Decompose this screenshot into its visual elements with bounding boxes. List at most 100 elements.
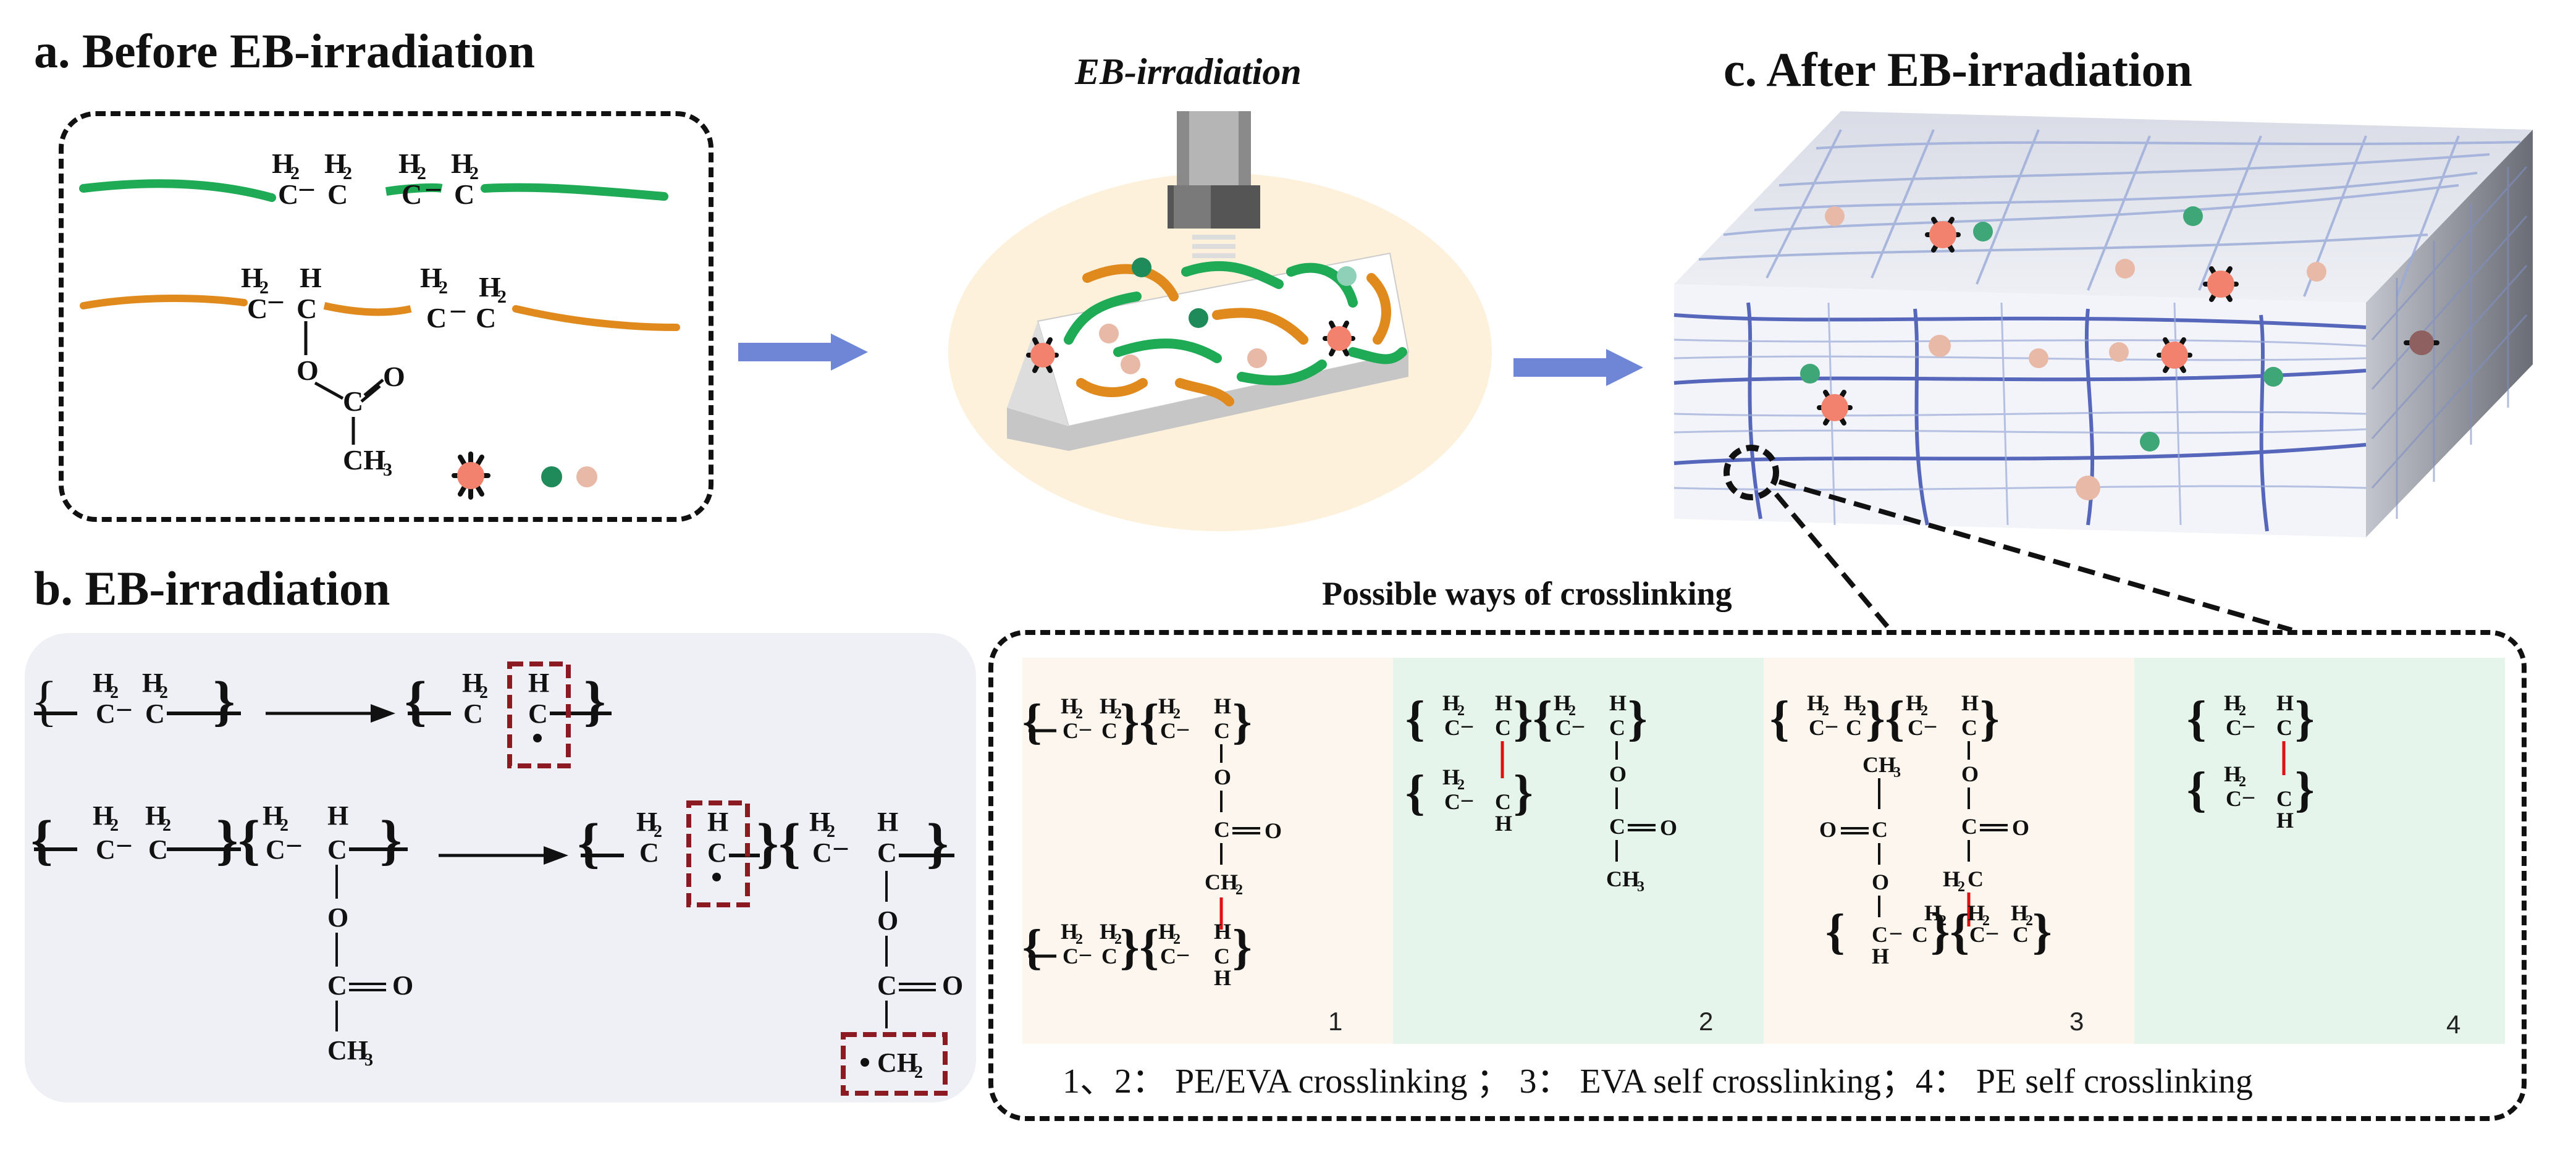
svg-text:}{: }{ — [1120, 695, 1159, 749]
svg-text:}: } — [584, 671, 605, 732]
svg-text:C: C — [1809, 715, 1825, 740]
svg-text:C: C — [528, 699, 548, 729]
svg-text:H: H — [809, 807, 830, 837]
ways-title: Possible ways of crosslinking — [1322, 575, 1732, 612]
crosslink-number-4: 4 — [2446, 1010, 2461, 1039]
arrow-a-to-eb — [738, 334, 868, 371]
svg-text:H: H — [636, 807, 657, 837]
svg-text:C: C — [1444, 715, 1460, 740]
svg-text:2: 2 — [1235, 882, 1243, 898]
svg-text:H: H — [1906, 691, 1923, 715]
svg-text:CH: CH — [327, 1035, 368, 1065]
svg-text:2: 2 — [1457, 777, 1465, 793]
svg-text:}: } — [1628, 692, 1648, 746]
pe-chain — [79, 179, 276, 202]
svg-text:2: 2 — [1075, 706, 1083, 722]
svg-text:C: C — [476, 302, 496, 334]
svg-text:C: C — [707, 838, 727, 868]
svg-text:}: } — [213, 671, 235, 732]
crosslink-cell-1 — [1022, 658, 1393, 1044]
svg-text:}{: }{ — [1866, 692, 1905, 746]
svg-text:C: C — [1214, 817, 1230, 842]
svg-text:C: C — [1063, 718, 1079, 743]
svg-text:H: H — [2224, 762, 2241, 786]
svg-text:C: C — [1214, 944, 1230, 968]
arrow-eb-to-c — [1513, 349, 1643, 386]
panel-b-reactions: { H2 C – H2 C } { H2 C H C } { H2 C – H2… — [31, 662, 963, 1096]
svg-text:–: – — [1079, 941, 1092, 965]
svg-text:H: H — [1442, 765, 1460, 789]
svg-text:}: } — [1980, 692, 2000, 746]
svg-text:{: { — [1770, 692, 1790, 746]
svg-text:C: C — [1969, 922, 1985, 947]
svg-text:O: O — [942, 970, 963, 1001]
svg-text:{: { — [2187, 692, 2207, 746]
svg-text:H: H — [1943, 867, 1960, 891]
svg-text:2: 2 — [479, 683, 488, 702]
svg-text:C: C — [1908, 715, 1924, 740]
svg-text:2: 2 — [497, 287, 507, 307]
svg-text:C: C — [1872, 817, 1888, 842]
crosslink-cell-4 — [2134, 658, 2505, 1044]
svg-text:C: C — [1609, 715, 1625, 740]
svg-text:}: } — [1232, 920, 1252, 975]
svg-text:–: – — [117, 828, 132, 859]
svg-text:2: 2 — [1939, 913, 1947, 929]
svg-text:}: } — [1232, 695, 1252, 749]
crosslink-cell-2 — [1393, 658, 1764, 1044]
svg-text:–: – — [299, 171, 314, 203]
svg-text:H: H — [398, 148, 421, 179]
svg-text:C: C — [247, 293, 267, 324]
svg-text:C: C — [96, 834, 116, 865]
svg-text:H: H — [1214, 965, 1231, 990]
svg-text:–: – — [1177, 941, 1189, 965]
svg-text:O: O — [1660, 815, 1677, 840]
svg-text:2: 2 — [439, 277, 448, 298]
svg-text:C: C — [1101, 718, 1118, 743]
svg-text:2: 2 — [1114, 706, 1122, 722]
svg-text:{: { — [1022, 695, 1042, 749]
crosslink-number-3: 3 — [2069, 1007, 2084, 1036]
svg-text:–: – — [2242, 712, 2255, 737]
svg-text:C: C — [1912, 922, 1928, 947]
svg-text:2: 2 — [343, 163, 352, 183]
svg-text:C: C — [148, 834, 168, 865]
svg-text:O: O — [327, 902, 348, 933]
svg-text:}: } — [380, 810, 402, 871]
svg-text:–: – — [117, 692, 132, 723]
svg-text:2: 2 — [1173, 931, 1181, 947]
svg-text:2: 2 — [1114, 931, 1122, 947]
svg-text:2: 2 — [1457, 703, 1465, 719]
svg-text:H: H — [1100, 919, 1117, 944]
svg-text:2: 2 — [1568, 703, 1576, 719]
svg-text:–: – — [450, 293, 466, 324]
svg-text:C: C — [463, 699, 483, 729]
svg-text:C: C — [2226, 786, 2242, 811]
svg-text:–: – — [268, 284, 284, 315]
svg-text:H: H — [1495, 811, 1512, 836]
svg-text:2: 2 — [654, 822, 662, 841]
svg-text:C: C — [1444, 789, 1460, 814]
eva-chain — [80, 295, 248, 309]
svg-text:2: 2 — [1075, 931, 1083, 947]
svg-text:C: C — [2276, 786, 2292, 811]
svg-text:}{: }{ — [216, 810, 260, 871]
svg-text:C: C — [343, 385, 363, 417]
svg-text:–: – — [1461, 786, 1473, 811]
svg-text:H: H — [528, 668, 549, 698]
svg-text:H: H — [145, 800, 166, 831]
svg-text:–: – — [833, 831, 848, 862]
svg-text:C: C — [1872, 922, 1888, 947]
svg-text:H: H — [1061, 694, 1078, 718]
svg-text:C: C — [278, 178, 298, 210]
title-eb-panel: b. EB-irradiation — [34, 561, 390, 615]
svg-text:2: 2 — [914, 1063, 923, 1082]
svg-text:CH: CH — [1863, 752, 1896, 777]
svg-text:2: 2 — [259, 277, 269, 298]
svg-text:H: H — [324, 148, 347, 179]
svg-text:C: C — [266, 834, 285, 865]
svg-text:C: C — [2276, 715, 2292, 740]
svg-text:H: H — [1442, 691, 1460, 715]
svg-text:C: C — [877, 970, 897, 1001]
svg-text:2: 2 — [417, 163, 426, 183]
